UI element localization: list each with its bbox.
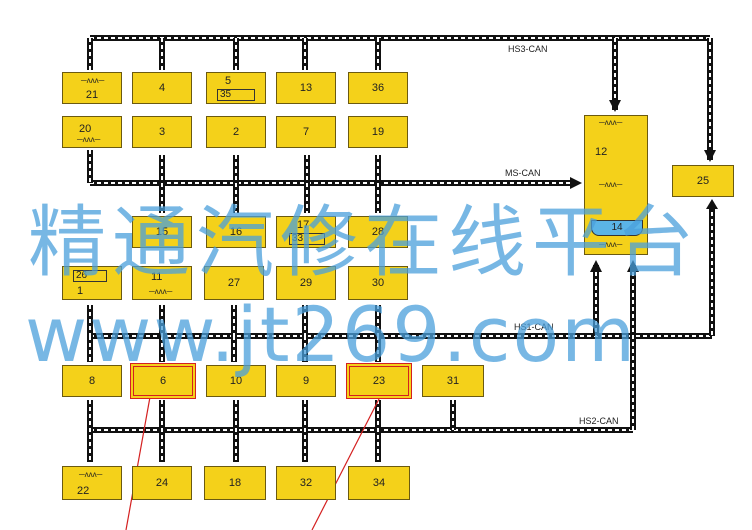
arrow-down-25 xyxy=(704,150,716,162)
module-9[interactable]: 9 xyxy=(276,365,336,397)
resistor-icon: ─ᴧᴧᴧ─ xyxy=(599,240,623,249)
module-28[interactable]: 28 xyxy=(348,216,408,248)
arrowheads xyxy=(570,100,718,272)
module-1[interactable]: 26 1 xyxy=(62,266,122,300)
module-30[interactable]: 30 xyxy=(348,266,408,300)
module-14[interactable]: 14 xyxy=(591,220,643,236)
module-7[interactable]: 7 xyxy=(276,116,336,148)
module-33: 33 xyxy=(289,233,325,245)
module-23[interactable]: 23 xyxy=(346,363,412,399)
ms-can-label: MS-CAN xyxy=(505,168,541,178)
module-10[interactable]: 10 xyxy=(206,365,266,397)
module-24[interactable]: 24 xyxy=(132,466,192,500)
module-6[interactable]: 6 xyxy=(130,363,196,399)
module-32[interactable]: 32 xyxy=(276,466,336,500)
hs3-can-bus xyxy=(87,35,713,160)
module-19[interactable]: 19 xyxy=(348,116,408,148)
module-29[interactable]: 29 xyxy=(276,266,336,300)
module-13[interactable]: 13 xyxy=(276,72,336,104)
module-21[interactable]: ─ᴧᴧᴧ─ 21 xyxy=(62,72,122,104)
module-15[interactable]: 15 xyxy=(132,216,192,248)
module-2[interactable]: 2 xyxy=(206,116,266,148)
ms-can-bus xyxy=(87,150,570,213)
module-34[interactable]: 34 xyxy=(348,466,410,500)
hs1-can-label: HS1-CAN xyxy=(514,322,554,332)
hs2-can-label: HS2-CAN xyxy=(579,416,619,426)
module-12[interactable]: ─ᴧᴧᴧ─ 12 ─ᴧᴧᴧ─ 14 ─ᴧᴧᴧ─ xyxy=(584,115,648,255)
callout-lines xyxy=(125,396,381,530)
module-20[interactable]: 20 ─ᴧᴧᴧ─ xyxy=(62,116,122,148)
module-36[interactable]: 36 xyxy=(348,72,408,104)
resistor-icon: ─ᴧᴧᴧ─ xyxy=(77,135,101,144)
arrow-down-12 xyxy=(609,100,621,112)
resistor-icon: ─ᴧᴧᴧ─ xyxy=(79,470,103,479)
hs1-can-bus xyxy=(87,205,715,362)
resistor-icon: ─ᴧᴧᴧ─ xyxy=(599,118,623,127)
module-27[interactable]: 27 xyxy=(204,266,264,300)
hs3-can-label: HS3-CAN xyxy=(508,44,548,54)
module-5[interactable]: 5 35 xyxy=(206,72,266,104)
module-11[interactable]: 11 ─ᴧᴧᴧ─ xyxy=(132,266,192,300)
arrow-ms-to-12 xyxy=(570,177,582,189)
bus-lines xyxy=(87,35,715,462)
module-8[interactable]: 8 xyxy=(62,365,122,397)
module-17[interactable]: 17 33 xyxy=(276,216,336,248)
module-35: 35 xyxy=(217,89,255,101)
hs2-can-bus xyxy=(87,265,636,462)
module-25[interactable]: 25 xyxy=(672,165,734,197)
arrow-up-hs2-12 xyxy=(627,260,639,272)
arrow-up-hs1-12 xyxy=(590,260,602,272)
module-18[interactable]: 18 xyxy=(204,466,266,500)
module-31[interactable]: 31 xyxy=(422,365,484,397)
arrow-up-25 xyxy=(706,199,718,209)
module-4[interactable]: 4 xyxy=(132,72,192,104)
module-16[interactable]: 16 xyxy=(206,216,266,248)
resistor-icon: ─ᴧᴧᴧ─ xyxy=(81,76,105,85)
resistor-icon: ─ᴧᴧᴧ─ xyxy=(149,287,173,296)
resistor-icon: ─ᴧᴧᴧ─ xyxy=(599,180,623,189)
module-3[interactable]: 3 xyxy=(132,116,192,148)
module-26: 26 xyxy=(73,270,107,282)
module-22[interactable]: ─ᴧᴧᴧ─ 22 xyxy=(62,466,122,500)
